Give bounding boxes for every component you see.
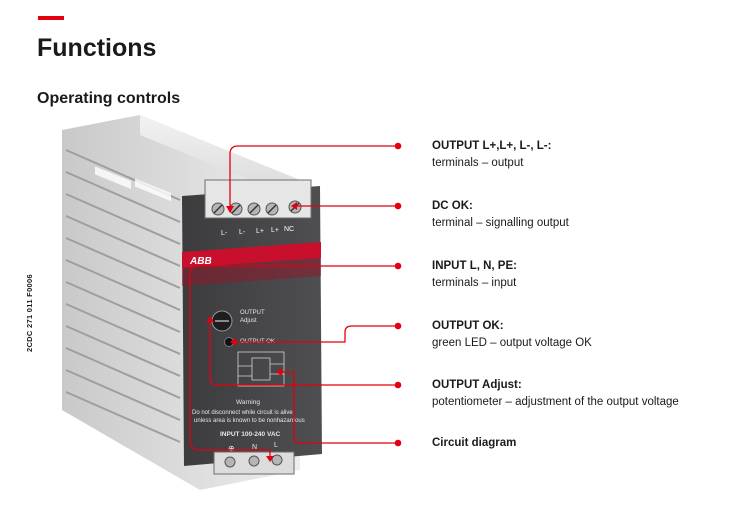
warning-title: Warning bbox=[236, 399, 260, 406]
callout-description: terminals – input bbox=[432, 275, 517, 292]
callout-input-terminals: INPUT L, N, PE: terminals – input bbox=[432, 258, 517, 292]
callout-description: terminals – output bbox=[432, 155, 551, 172]
terminal-label: NC bbox=[284, 226, 294, 233]
callout-circuit-diagram: Circuit diagram bbox=[432, 435, 516, 452]
callout-title: OUTPUT OK: bbox=[432, 318, 592, 335]
callout-description: green LED – output voltage OK bbox=[432, 335, 592, 352]
callout-output-terminals: OUTPUT L+,L+, L-, L-: terminals – output bbox=[432, 138, 551, 172]
callout-description: terminal – signalling output bbox=[432, 215, 569, 232]
bottom-terminal-label: L bbox=[274, 442, 278, 449]
callout-output-adjust: OUTPUT Adjust: potentiometer – adjustmen… bbox=[432, 377, 679, 411]
callout-description: potentiometer – adjustment of the output… bbox=[432, 394, 679, 411]
callout-title: OUTPUT L+,L+, L-, L-: bbox=[432, 138, 551, 155]
output-adjust-label: OUTPUT bbox=[240, 310, 265, 316]
warning-line: unless area is known to be nonhazardous bbox=[194, 418, 305, 424]
callout-title: Circuit diagram bbox=[432, 435, 516, 452]
leader-endpoints bbox=[395, 143, 402, 447]
front-panel: L- L- L+ L+ NC ABB OUTPUT Adjust OUTPUT … bbox=[182, 180, 322, 474]
output-adjust-label: Adjust bbox=[240, 318, 257, 324]
terminal-label: L+ bbox=[256, 228, 264, 235]
terminal-label: L- bbox=[221, 230, 228, 237]
callout-title: OUTPUT Adjust: bbox=[432, 377, 679, 394]
callout-title: DC OK: bbox=[432, 198, 569, 215]
input-label: INPUT 100-240 VAC bbox=[220, 431, 281, 438]
terminal-label: L+ bbox=[271, 227, 279, 234]
warning-line: Do not disconnect while circuit is alive bbox=[192, 410, 293, 416]
callout-output-ok: OUTPUT OK: green LED – output voltage OK bbox=[432, 318, 592, 352]
callout-title: INPUT L, N, PE: bbox=[432, 258, 517, 275]
terminal-label: L- bbox=[239, 229, 246, 236]
callout-dc-ok: DC OK: terminal – signalling output bbox=[432, 198, 569, 232]
